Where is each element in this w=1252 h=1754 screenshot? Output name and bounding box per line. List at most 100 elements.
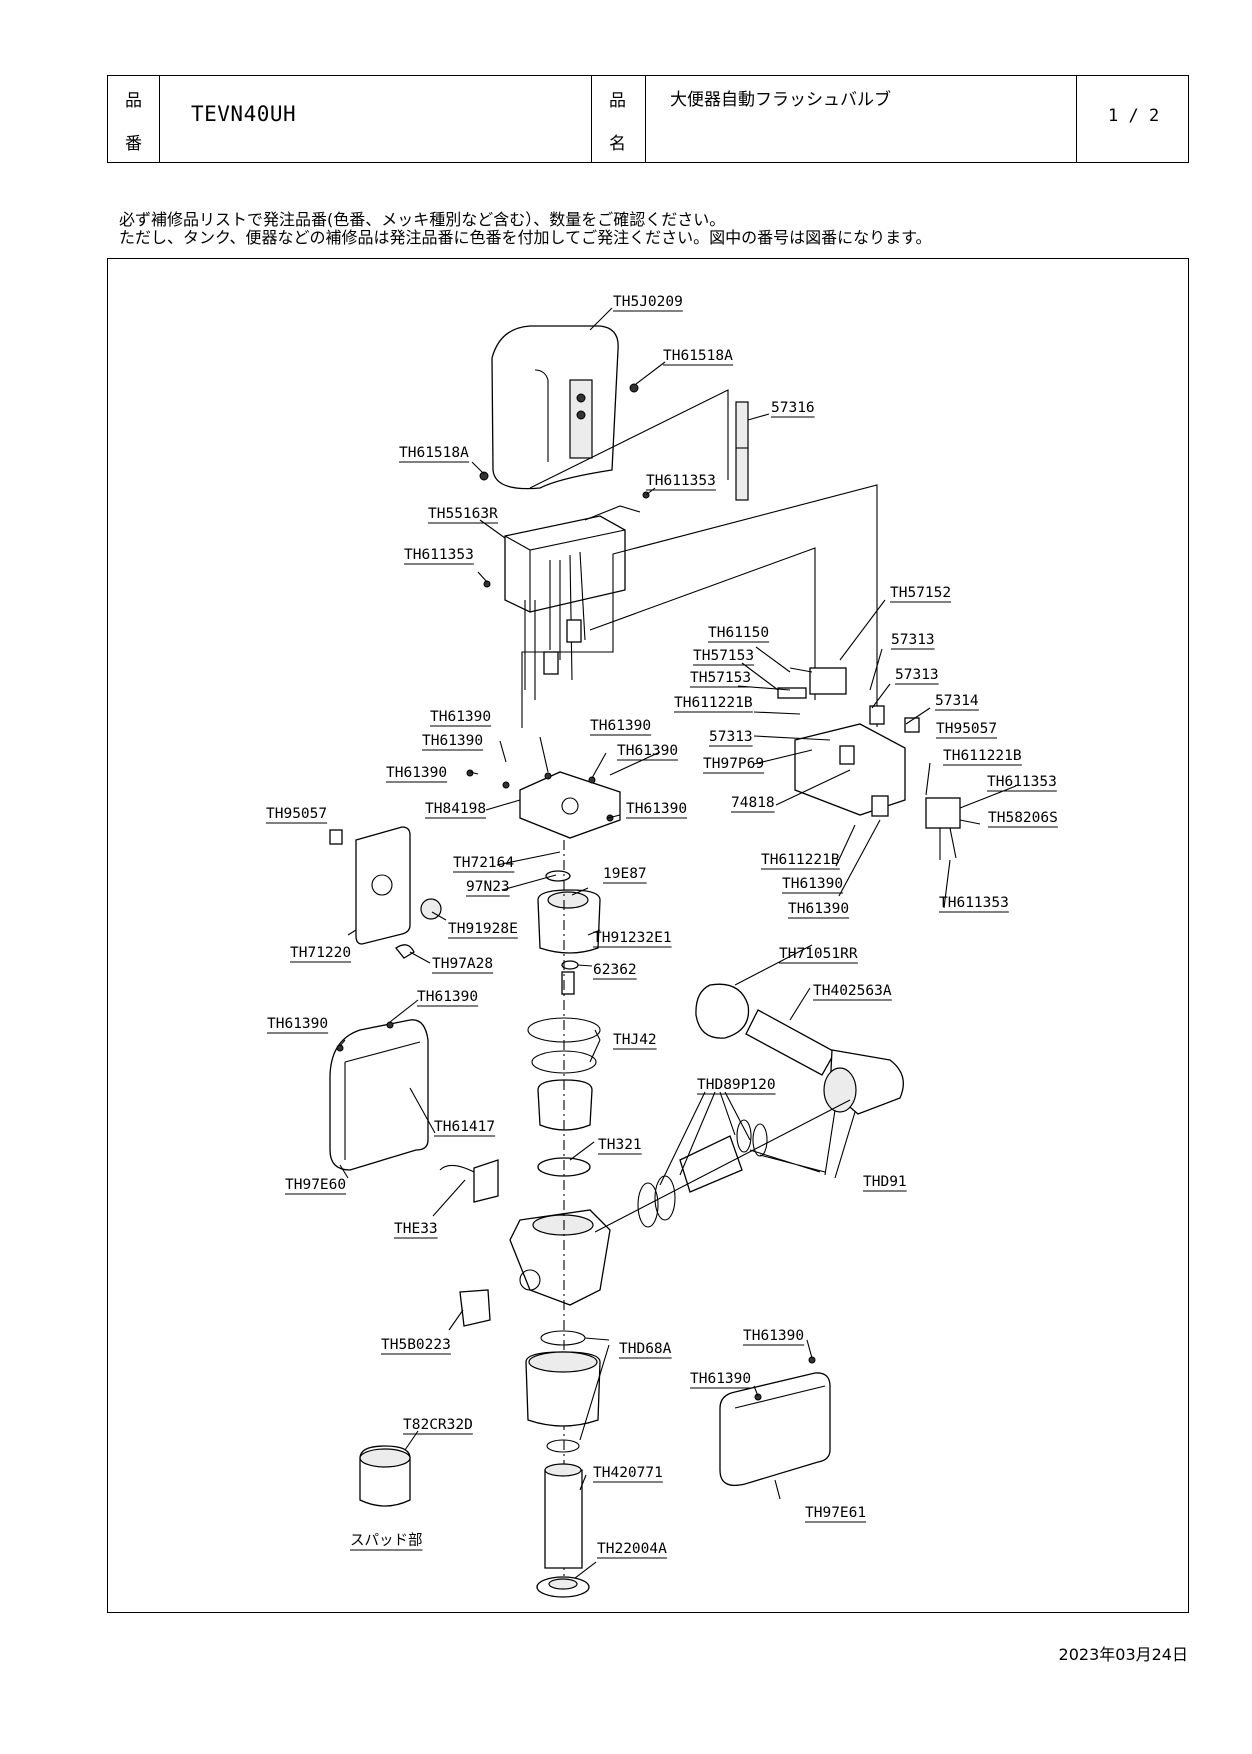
part-label: TH22004A [597,1541,667,1557]
part-label: 57313 [891,632,935,648]
part-label: TH55163R [428,506,498,522]
wire-harness [524,600,536,700]
guide-line [521,484,878,728]
part-label: 57313 [709,729,753,745]
sensor-cover-edge [534,369,549,462]
clip-part [871,795,889,817]
part-label: 62362 [593,962,637,978]
divider [1076,76,1077,162]
part-label: TH97E60 [285,1177,346,1193]
o-ring-part [546,1439,580,1453]
valve-seat-part [537,1079,593,1131]
part-label: TH61518A [399,445,469,461]
valve-body-part [509,1209,611,1306]
clip-part [329,829,343,845]
part-number: TEVN40UH [191,102,297,126]
leader-lines [339,307,1017,1579]
holder-part [809,667,847,695]
part-label: TH71051RR [779,946,858,962]
flush-pipe-top [544,1463,582,1477]
outlet-top [528,1351,598,1373]
union-nut-part [679,1135,743,1193]
module-part [925,797,961,829]
part-label: TH57153 [690,670,751,686]
plate-hole [561,797,579,815]
part-label: 57313 [895,667,939,683]
hinmei-label-1: 品 [609,91,626,111]
part-label: TH61390 [743,1328,804,1344]
clip-part [839,745,855,765]
part-label: TH611353 [939,895,1009,911]
right-cover-edge [734,1385,826,1409]
clip-part [904,717,920,733]
part-label: TH611221B [761,852,840,868]
divider [159,76,160,162]
o-ring-part [637,1182,659,1228]
nut-hole [548,1578,578,1590]
part-label: 57314 [935,693,979,709]
spud-top [359,1448,411,1468]
pin-part [777,687,807,699]
part-label: TH61390 [386,765,447,781]
divider [645,76,646,162]
part-label: TH97A28 [432,956,493,972]
screw-part [544,772,552,780]
wire-harness [549,551,586,681]
part-label: THD89P120 [697,1077,776,1093]
part-label: スパッド部 [350,1532,423,1549]
solenoid-part [473,1159,499,1203]
product-name: 大便器自動フラッシュバルブ [670,90,891,110]
part-label: TH5B0223 [381,1337,451,1353]
part-label: TH57152 [890,585,951,601]
part-label: TH402563A [813,983,892,999]
part-label: TH61390 [422,733,483,749]
diagram-frame [107,258,1189,1613]
part-label: TH91232E1 [593,930,672,946]
sensor-module-part [504,515,626,613]
hinban-label-2: 番 [125,134,142,154]
part-label: TH611353 [404,547,474,563]
o-ring-part [654,1175,676,1221]
flush-pipe-part [544,1469,583,1569]
piston-top [547,891,589,909]
divider [591,76,592,162]
o-ring-part [531,1050,597,1074]
part-label: TH97E61 [805,1505,866,1521]
o-ring-part [752,1123,768,1157]
guide-line [589,547,816,700]
sensor-module-edge [504,529,626,612]
part-label: TH97P69 [703,756,764,772]
part-label: TH71220 [290,945,351,961]
bracket-part [794,723,906,816]
side-plate-part [355,826,411,945]
part-label: 57316 [771,400,815,416]
rod-part [735,401,749,501]
wire [439,1164,475,1173]
sensor-cover-part [491,325,619,490]
screw-part [754,1393,762,1401]
plate-hole [371,874,393,896]
part-label: TH61390 [617,743,678,759]
part-label: 97N23 [466,879,510,895]
part-label: TH61417 [434,1119,495,1135]
axis-line [594,1099,851,1233]
part-label: TH611353 [987,774,1057,790]
part-label: TH61150 [708,625,769,641]
wire [939,827,957,860]
part-label: TH84198 [425,801,486,817]
wire [584,505,641,521]
part-label: TH61390 [690,1371,751,1387]
title-block: 品 番 TEVN40UH 品 名 大便器自動フラッシュバルブ 1 / 2 [107,75,1189,163]
screw-part [479,471,489,481]
part-label: T82CR32D [403,1417,473,1433]
screw-part [336,1044,344,1052]
part-label: TH95057 [266,806,327,822]
o-ring-part [540,1330,586,1346]
left-cover-part [329,1019,429,1171]
part-label: TH611221B [943,748,1022,764]
note-line-1: 必ず補修品リストで発注品番(色番、メッキ種別など含む）、数量をご確認ください。 [119,210,726,229]
part-label: TH611221B [674,695,753,711]
part-label: TH57153 [693,648,754,664]
part-label: TH58206S [988,810,1058,826]
